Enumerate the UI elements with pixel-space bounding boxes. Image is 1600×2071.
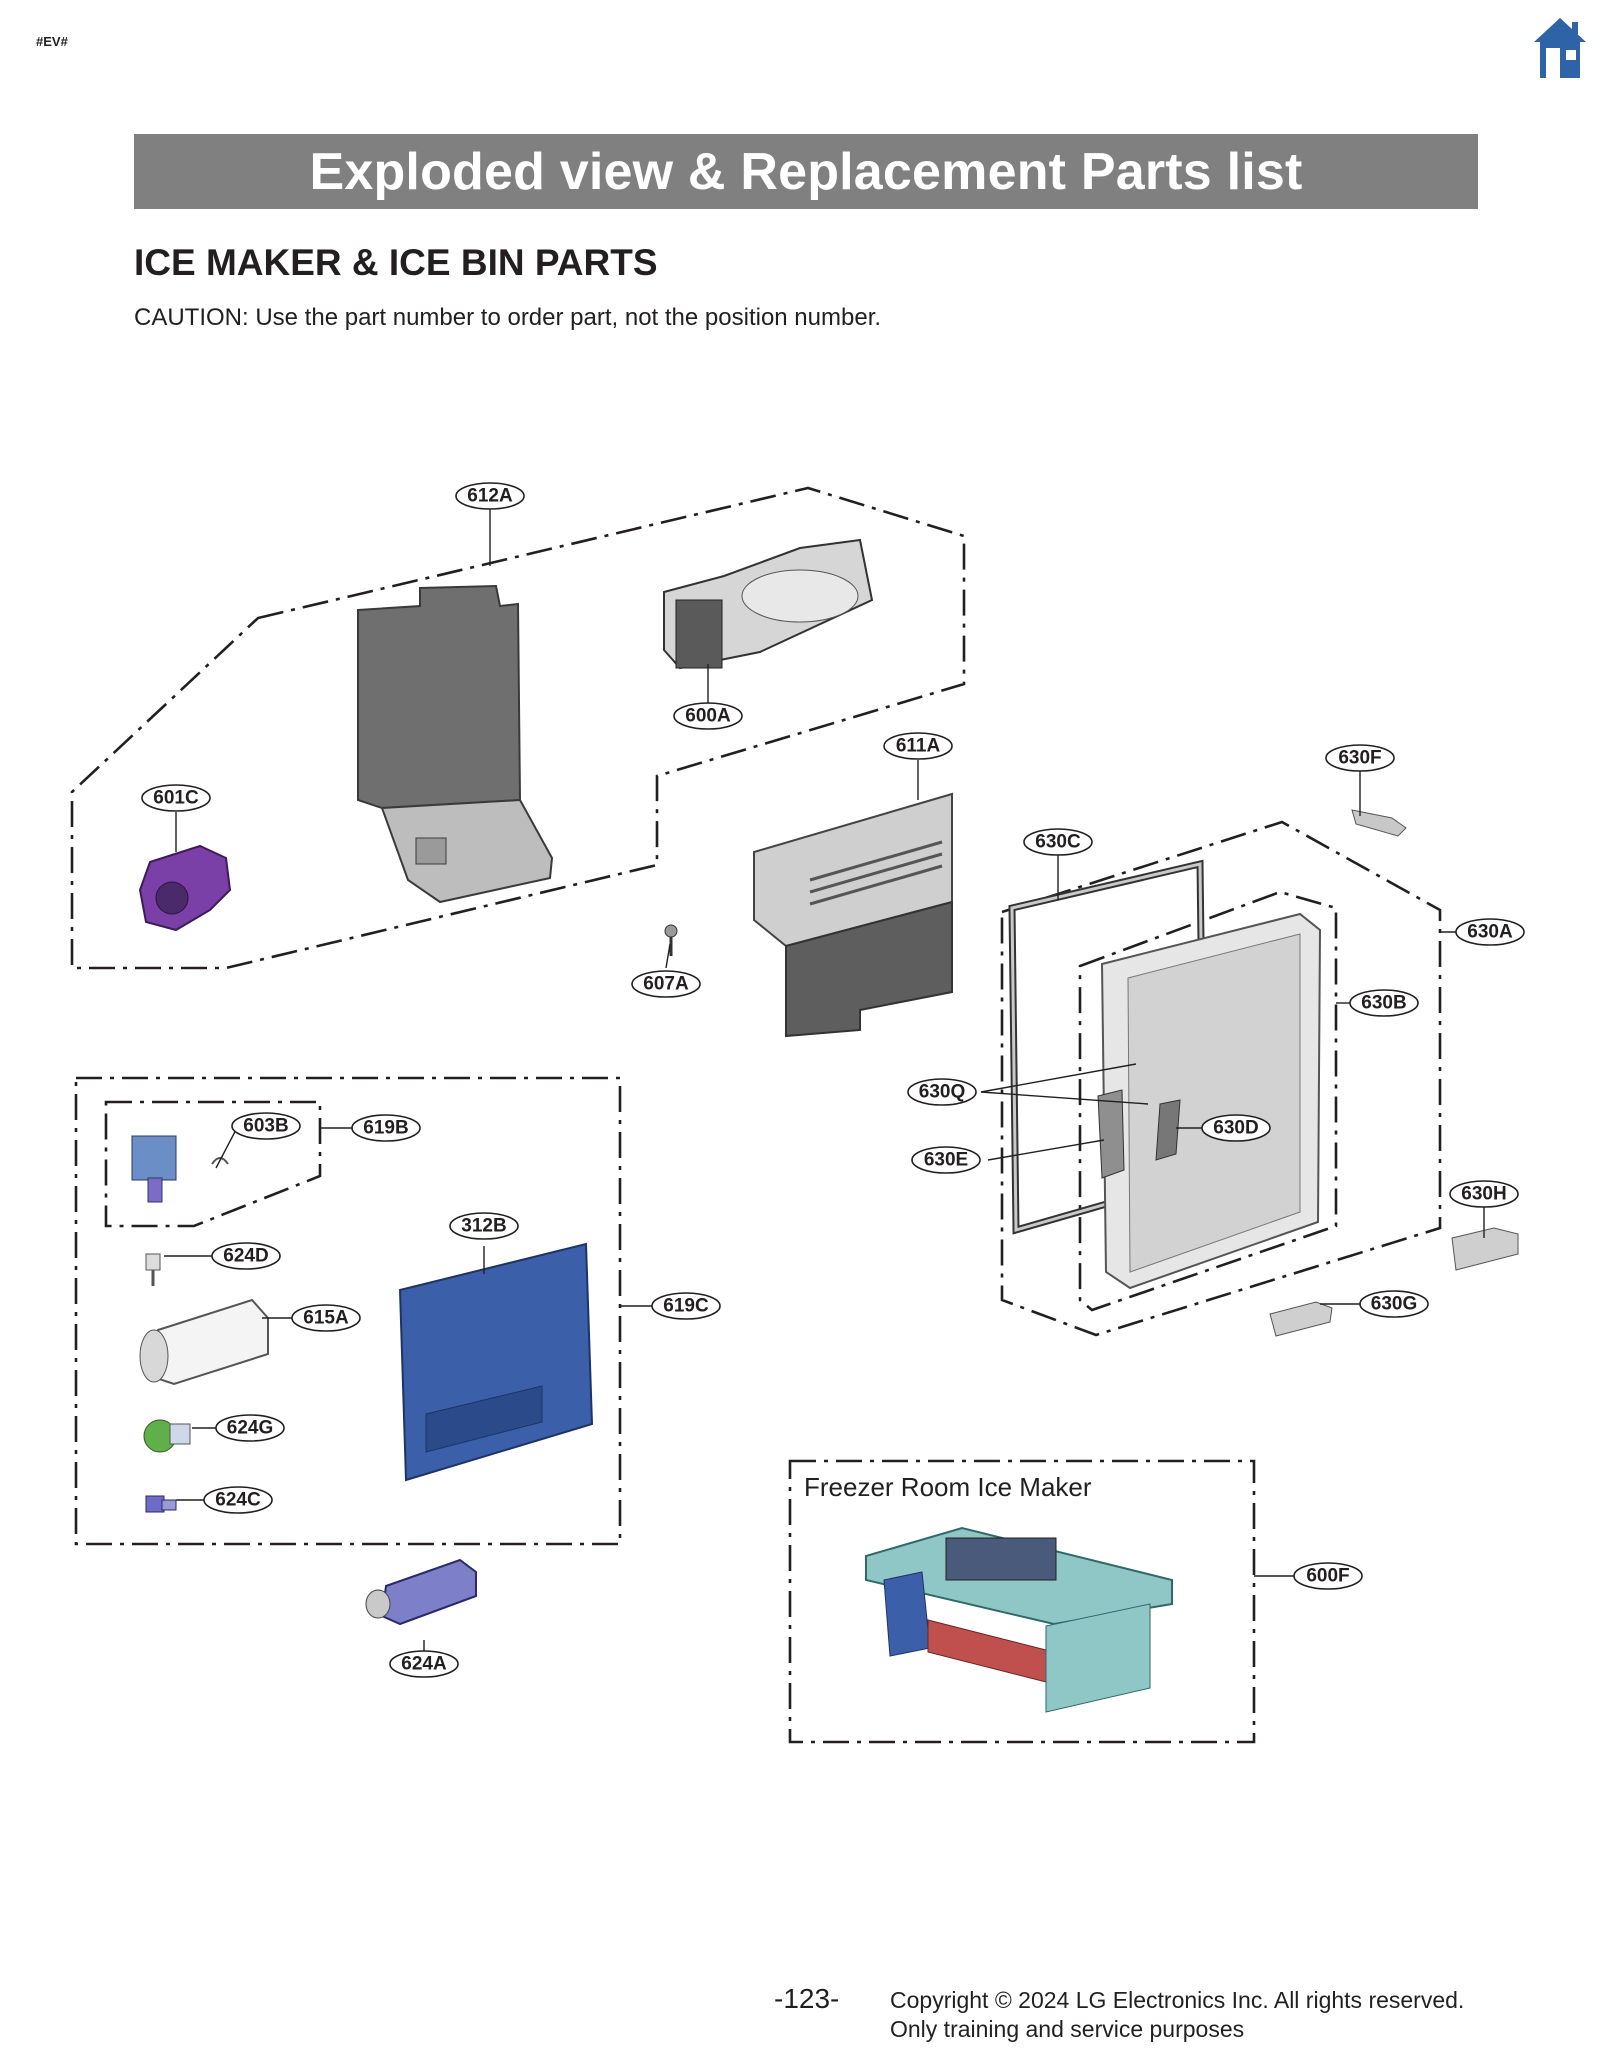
callout-624G[interactable]: 624G — [215, 1414, 285, 1442]
svg-text:624C: 624C — [215, 1490, 261, 1511]
ice-bin-door-part — [1097, 912, 1322, 1290]
callout-619B[interactable]: 619B — [351, 1114, 421, 1142]
svg-text:630E: 630E — [924, 1150, 968, 1171]
svg-text:619B: 619B — [363, 1118, 408, 1139]
callout-624C[interactable]: 624C — [203, 1486, 273, 1514]
door-hinge-bottom-part — [1269, 1301, 1333, 1337]
svg-text:603B: 603B — [243, 1116, 288, 1137]
svg-text:624G: 624G — [227, 1418, 273, 1439]
screw-part — [664, 924, 678, 956]
svg-text:630C: 630C — [1035, 832, 1081, 853]
callout-630E[interactable]: 630E — [911, 1146, 981, 1174]
callout-630C[interactable]: 630C — [1023, 828, 1093, 856]
inset-label: Freezer Room Ice Maker — [804, 1472, 1092, 1502]
ice-maker-bracket-part — [357, 584, 554, 904]
auger-motor-part — [138, 844, 232, 932]
document-code: #EV# — [36, 34, 68, 49]
callout-601C[interactable]: 601C — [141, 784, 211, 812]
svg-text:600A: 600A — [685, 706, 731, 727]
caution-note: CAUTION: Use the part number to order pa… — [134, 304, 882, 331]
svg-text:615A: 615A — [303, 1308, 349, 1329]
callout-630G[interactable]: 630G — [1359, 1290, 1429, 1318]
callout-600F[interactable]: 600F — [1293, 1562, 1363, 1590]
callout-630F[interactable]: 630F — [1325, 744, 1395, 772]
svg-text:601C: 601C — [153, 788, 199, 809]
door-hinge-bracket-part — [1451, 1227, 1519, 1271]
callout-624D[interactable]: 624D — [211, 1242, 281, 1270]
svg-text:619C: 619C — [663, 1296, 709, 1317]
callout-619C[interactable]: 619C — [651, 1292, 721, 1320]
svg-text:611A: 611A — [896, 736, 941, 757]
group-outline-door-assembly — [1000, 820, 1442, 1337]
home-icon[interactable] — [1532, 16, 1588, 82]
copyright-notice: Copyright © 2024 LG Electronics Inc. All… — [890, 1986, 1464, 2044]
svg-text:630D: 630D — [1213, 1118, 1258, 1139]
group-outline-freezer-ice-maker — [788, 1459, 1256, 1744]
bin-cover-part — [398, 1242, 594, 1482]
callout-630H[interactable]: 630H — [1449, 1180, 1519, 1208]
callout-630D[interactable]: 630D — [1201, 1114, 1271, 1142]
door-hinge-top-part — [1351, 809, 1407, 837]
callout-312B[interactable]: 312B — [449, 1212, 519, 1240]
callout-603B[interactable]: 603B — [231, 1112, 301, 1140]
page-banner: Exploded view & Replacement Parts list — [134, 134, 1478, 209]
callout-630A[interactable]: 630A — [1455, 918, 1525, 946]
svg-text:630H: 630H — [1461, 1184, 1506, 1205]
callout-600A[interactable]: 600A — [673, 702, 743, 730]
ice-maker-unit-part — [663, 538, 874, 670]
group-outline-door-inner — [1078, 890, 1338, 1312]
ice-bin-part — [753, 792, 953, 1038]
group-outline-ice-maker-assembly — [70, 486, 966, 970]
bypass-plug-part — [365, 1558, 477, 1626]
leader-lines — [164, 508, 1485, 1652]
callout-607A[interactable]: 607A — [631, 970, 701, 998]
svg-text:612A: 612A — [467, 486, 513, 507]
water-filter-part — [139, 1298, 269, 1386]
svg-text:600F: 600F — [1306, 1566, 1349, 1587]
freezer-ice-maker-part — [865, 1526, 1173, 1713]
copyright-line-1: Copyright © 2024 LG Electronics Inc. All… — [890, 1987, 1465, 2013]
svg-text:312B: 312B — [461, 1216, 506, 1237]
section-title: ICE MAKER & ICE BIN PARTS — [134, 242, 658, 283]
svg-text:630A: 630A — [1467, 922, 1513, 943]
callout-611A[interactable]: 611A — [883, 732, 953, 760]
callout-615A[interactable]: 615A — [291, 1304, 361, 1332]
callout-612A[interactable]: 612A — [455, 482, 525, 510]
water-valve-part — [131, 1135, 229, 1203]
copyright-line-2: Only training and service purposes — [890, 2016, 1245, 2042]
svg-text:607A: 607A — [643, 974, 689, 995]
svg-text:630B: 630B — [1361, 993, 1406, 1014]
svg-text:624D: 624D — [223, 1246, 268, 1267]
svg-text:624A: 624A — [401, 1654, 447, 1675]
callout-630Q[interactable]: 630Q — [907, 1078, 977, 1106]
callout-624A[interactable]: 624A — [389, 1650, 459, 1678]
svg-text:630G: 630G — [1371, 1294, 1417, 1315]
svg-text:630Q: 630Q — [919, 1082, 965, 1103]
green-fitting-part — [143, 1419, 191, 1453]
svg-text:630F: 630F — [1338, 748, 1381, 769]
page-number: -123- — [774, 1983, 840, 2014]
elbow-fitting-part — [145, 1495, 177, 1513]
callout-630B[interactable]: 630B — [1349, 989, 1419, 1017]
fitting-part — [145, 1253, 161, 1286]
